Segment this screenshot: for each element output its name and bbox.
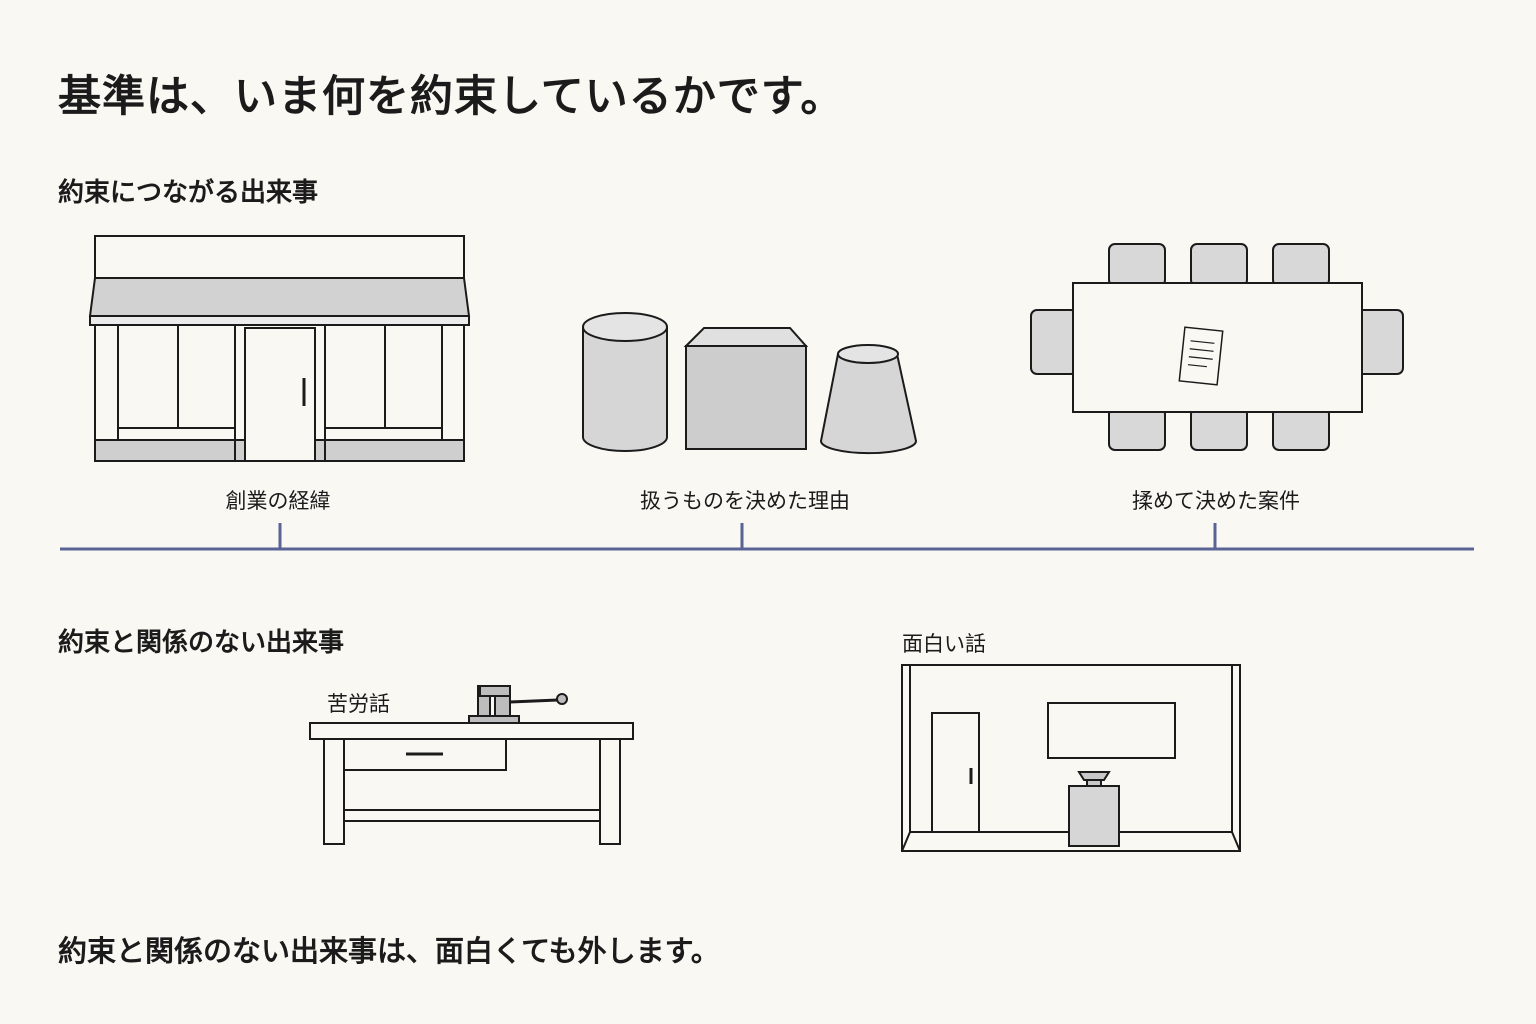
unrelated-item-label: 苦労話 [327, 692, 390, 716]
storefront-icon [88, 235, 471, 462]
workbench-icon [309, 685, 634, 845]
room-icon [901, 664, 1241, 852]
related-item-label: 揉めて決めた案件 [1132, 489, 1300, 513]
unrelated-heading: 約束と関係のない出来事 [58, 628, 345, 658]
related-item-label: 創業の経緯 [225, 489, 331, 513]
unrelated-item-label: 面白い話 [902, 632, 986, 656]
products-icon [582, 312, 918, 455]
timeline [60, 523, 1474, 551]
related-item-label: 扱うものを決めた理由 [640, 489, 850, 513]
meeting-table-icon [1030, 243, 1404, 451]
page-title: 基準は、いま何を約束しているかです。 [58, 72, 845, 122]
related-heading: 約束につながる出来事 [58, 178, 319, 208]
footer-note: 約束と関係のない出来事は、面白くても外します。 [58, 934, 720, 968]
